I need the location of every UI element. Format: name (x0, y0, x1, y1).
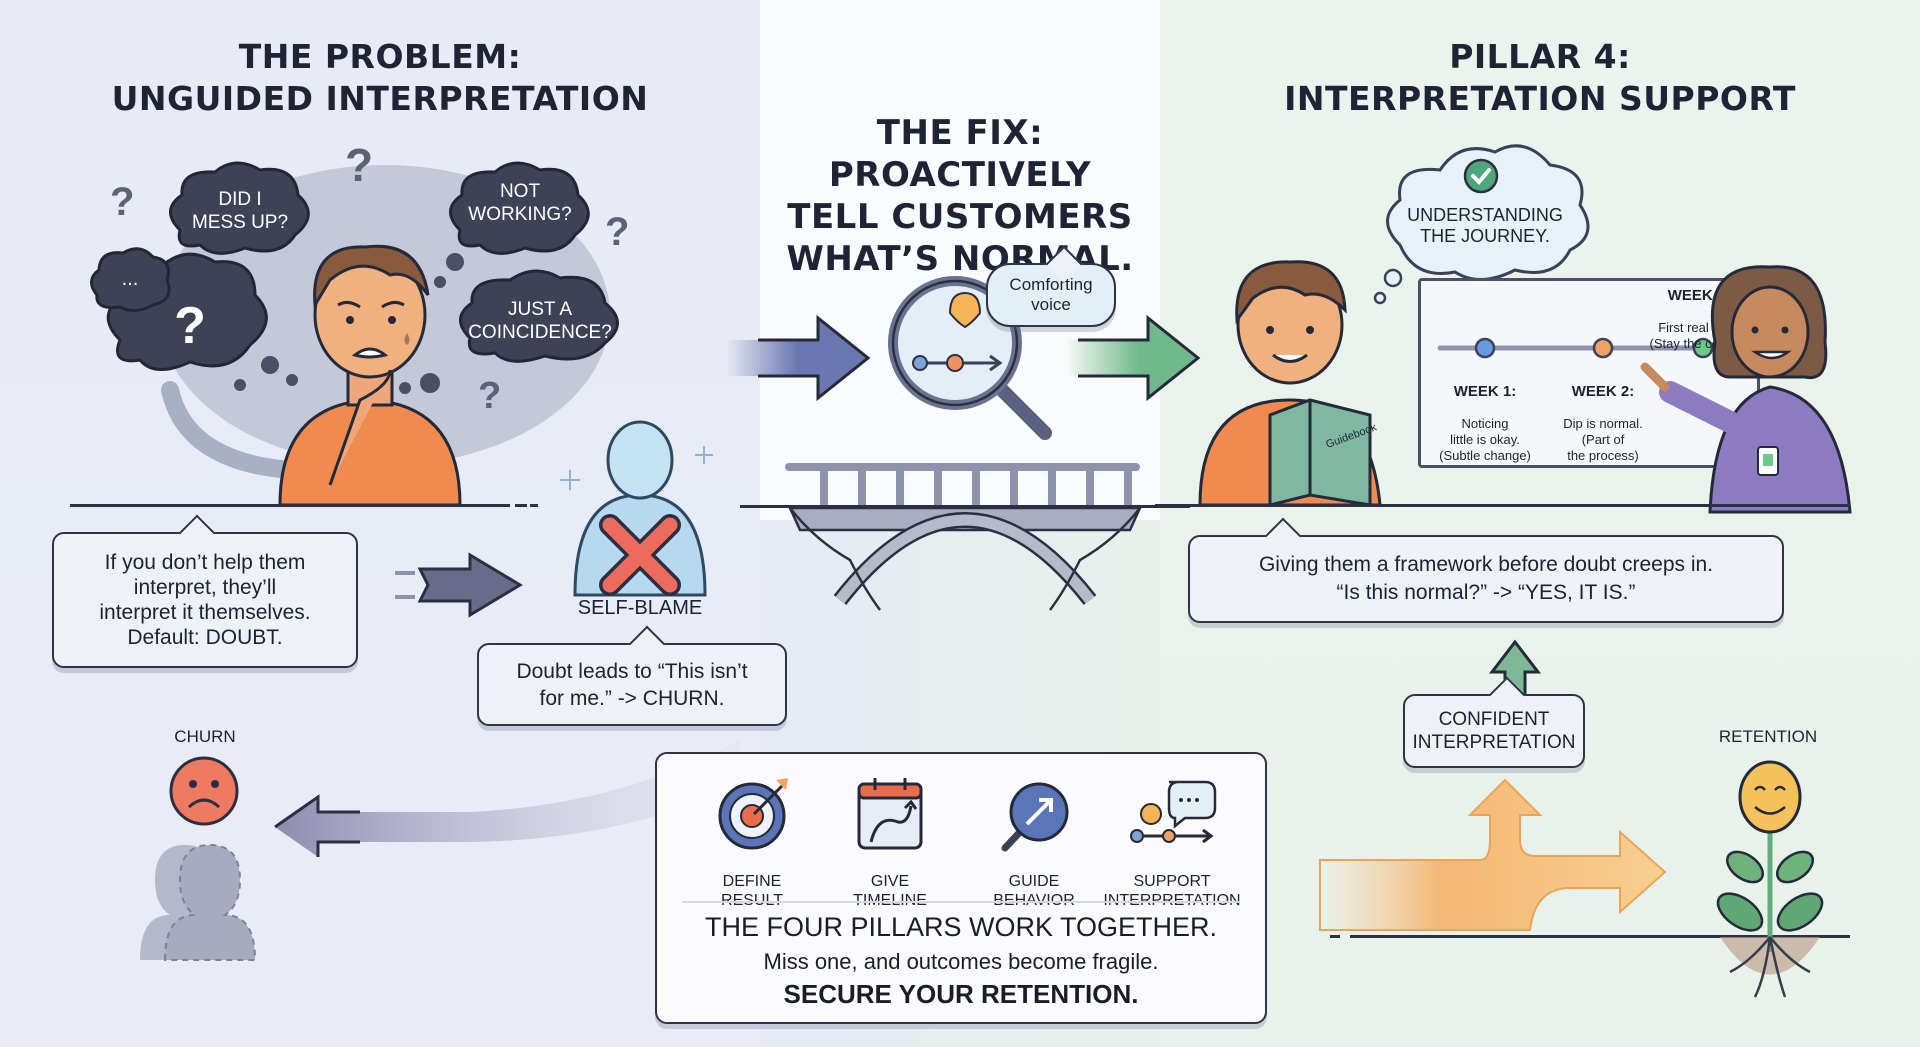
reading-person-illustration: Guidebook (1198, 260, 1382, 507)
fix-panel-bg (760, 0, 1160, 520)
pillar4-title: PILLAR 4: INTERPRETATION SUPPORT (1284, 37, 1796, 118)
arrow-problem-to-fix (728, 314, 871, 402)
four-pillars-box: DEFINE RESULT GIVE TIMELINE GUIDE BEHAVI… (655, 752, 1267, 1024)
thought-ellipsis: ... (121, 268, 139, 290)
pillar-label: DEFINE RESULT (721, 873, 783, 909)
ground-line-dash (515, 504, 527, 507)
pillar-label: SUPPORT INTERPRETATION (1103, 873, 1240, 909)
calendar-icon (857, 778, 923, 850)
comforting-voice-bubble: Comforting voice (986, 263, 1116, 327)
worried-person-illustration (278, 244, 462, 507)
arrow-to-churn (274, 740, 740, 857)
ground-line (70, 504, 510, 507)
thought-coincidence: JUST A COINCIDENCE? (468, 299, 612, 343)
timeline-whiteboard (1418, 278, 1760, 468)
thought-cloud-ellipsis (90, 247, 171, 312)
retention-plant-icon (1716, 760, 1824, 998)
ground-line-dash (1330, 935, 1340, 938)
thought-cloud-not-working (449, 161, 590, 255)
checkmark-icon (1463, 158, 1499, 194)
timeline-dot-week2 (1592, 337, 1614, 359)
question-mark-icon: ? (478, 375, 502, 417)
pillars-subline: Miss one, and outcomes become fragile. (763, 949, 1159, 974)
pillar-label: GUIDE BEHAVIOR (993, 873, 1075, 909)
week1-text: Noticing little is okay. (Subtle change) (1439, 416, 1531, 463)
question-mark-icon: ? (110, 180, 135, 224)
thought-cloud-coincidence (459, 269, 619, 363)
self-blame-figure (560, 420, 713, 597)
problem-title: THE PROBLEM: UNGUIDED INTERPRETATION (111, 37, 649, 118)
guide-person-illustration (1640, 265, 1852, 514)
chat-timeline-icon (1130, 780, 1217, 844)
fading-customer-silhouette (140, 843, 257, 961)
thought-cloud-mess-up (169, 161, 310, 255)
churn-label: CHURN (174, 727, 236, 746)
pillar-label: GIVE TIMELINE (853, 873, 927, 909)
self-blame-label: SELF-BLAME (577, 597, 703, 619)
thought-question-mark: ? (174, 297, 206, 355)
self-blame-callout: Doubt leads to “This isn’t for me.” -> C… (477, 643, 787, 726)
arrow-fix-to-pillar (1068, 314, 1201, 402)
question-mark-icon: ? (345, 139, 374, 191)
bridge-illustration (740, 463, 1190, 611)
retention-label: RETENTION (1718, 727, 1818, 746)
problem-callout: If you don’t help them interpret, they’l… (52, 532, 358, 668)
arrow-to-self-blame (395, 552, 523, 618)
ground-line (1155, 504, 1850, 507)
pillars-headline: THE FOUR PILLARS WORK TOGETHER. (704, 912, 1218, 942)
week2-text: Dip is normal. (Part of the process) (1563, 416, 1643, 463)
pillars-cta: SECURE YOUR RETENTION. (783, 979, 1139, 1009)
sad-face-icon (169, 756, 239, 826)
confident-interpretation-box: CONFIDENT INTERPRETATION (1403, 694, 1585, 768)
thought-mess-up: DID I MESS UP? (191, 189, 289, 233)
question-mark-icon: ? (605, 210, 630, 254)
magnifier-icon (888, 276, 1052, 440)
thought-not-working: NOT WORKING? (468, 181, 572, 225)
compass-magnifier-icon (1001, 782, 1069, 852)
timeline-week2: WEEK 2: Dip is normal. (Part of the proc… (1548, 368, 1658, 464)
target-icon (718, 778, 788, 850)
week2-title: WEEK 2: (1571, 383, 1635, 400)
ground-line-dash (530, 504, 538, 507)
pillar4-callout: Giving them a framework before doubt cre… (1188, 535, 1784, 623)
thought-understanding: UNDERSTANDING THE JOURNEY. (1407, 205, 1563, 246)
thought-dots (234, 253, 464, 394)
timeline-dot-week3 (1692, 337, 1714, 359)
arrow-to-retention (1319, 778, 1667, 931)
ground-line (1350, 935, 1850, 938)
fix-title: THE FIX: PROACTIVELY TELL CUSTOMERS WHAT… (786, 113, 1134, 279)
week1-title: WEEK 1: (1453, 383, 1517, 400)
timeline-dot-week1 (1474, 337, 1496, 359)
timeline-week1: WEEK 1: Noticing little is okay. (Subtle… (1430, 368, 1540, 464)
pillars-divider (682, 901, 1240, 903)
